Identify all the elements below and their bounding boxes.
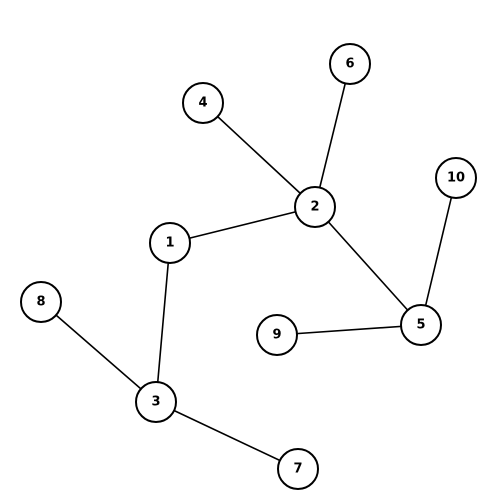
edge-1-3 bbox=[155, 242, 171, 403]
node-1: 1 bbox=[149, 222, 191, 264]
node-circle bbox=[182, 82, 224, 124]
node-label: 3 bbox=[151, 395, 160, 410]
node-2: 2 bbox=[294, 186, 336, 228]
node-label: 8 bbox=[36, 295, 45, 310]
node-8: 8 bbox=[20, 281, 62, 323]
edge-8-3 bbox=[40, 301, 157, 403]
edge-1-2 bbox=[169, 206, 316, 244]
node-circle bbox=[256, 314, 298, 356]
node-label: 10 bbox=[447, 171, 465, 186]
node-circle bbox=[277, 448, 319, 490]
edge-9-5 bbox=[276, 324, 422, 336]
node-label: 1 bbox=[165, 236, 174, 251]
node-label: 2 bbox=[310, 200, 319, 215]
edge-3-7 bbox=[155, 401, 299, 470]
node-label: 9 bbox=[272, 328, 281, 343]
edge-6-2 bbox=[314, 63, 351, 208]
node-4: 4 bbox=[182, 82, 224, 124]
node-circle bbox=[294, 186, 336, 228]
node-circle bbox=[435, 157, 477, 199]
node-circle bbox=[329, 43, 371, 85]
edge-4-2 bbox=[202, 102, 316, 208]
node-9: 9 bbox=[256, 314, 298, 356]
edge-10-5 bbox=[420, 177, 457, 326]
node-6: 6 bbox=[329, 43, 371, 85]
node-5: 5 bbox=[400, 304, 442, 346]
node-3: 3 bbox=[135, 381, 177, 423]
node-circle bbox=[400, 304, 442, 346]
node-label: 4 bbox=[198, 96, 207, 111]
node-circle bbox=[135, 381, 177, 423]
node-circle bbox=[20, 281, 62, 323]
node-label: 5 bbox=[416, 318, 425, 333]
node-label: 6 bbox=[345, 57, 354, 72]
edges-layer bbox=[40, 63, 457, 470]
node-10: 10 bbox=[435, 157, 477, 199]
edge-2-5 bbox=[314, 206, 422, 326]
nodes-layer: 1 2 3 4 5 6 7 8 9 10 bbox=[20, 43, 477, 490]
node-circle bbox=[149, 222, 191, 264]
node-label: 7 bbox=[293, 462, 302, 477]
node-7: 7 bbox=[277, 448, 319, 490]
